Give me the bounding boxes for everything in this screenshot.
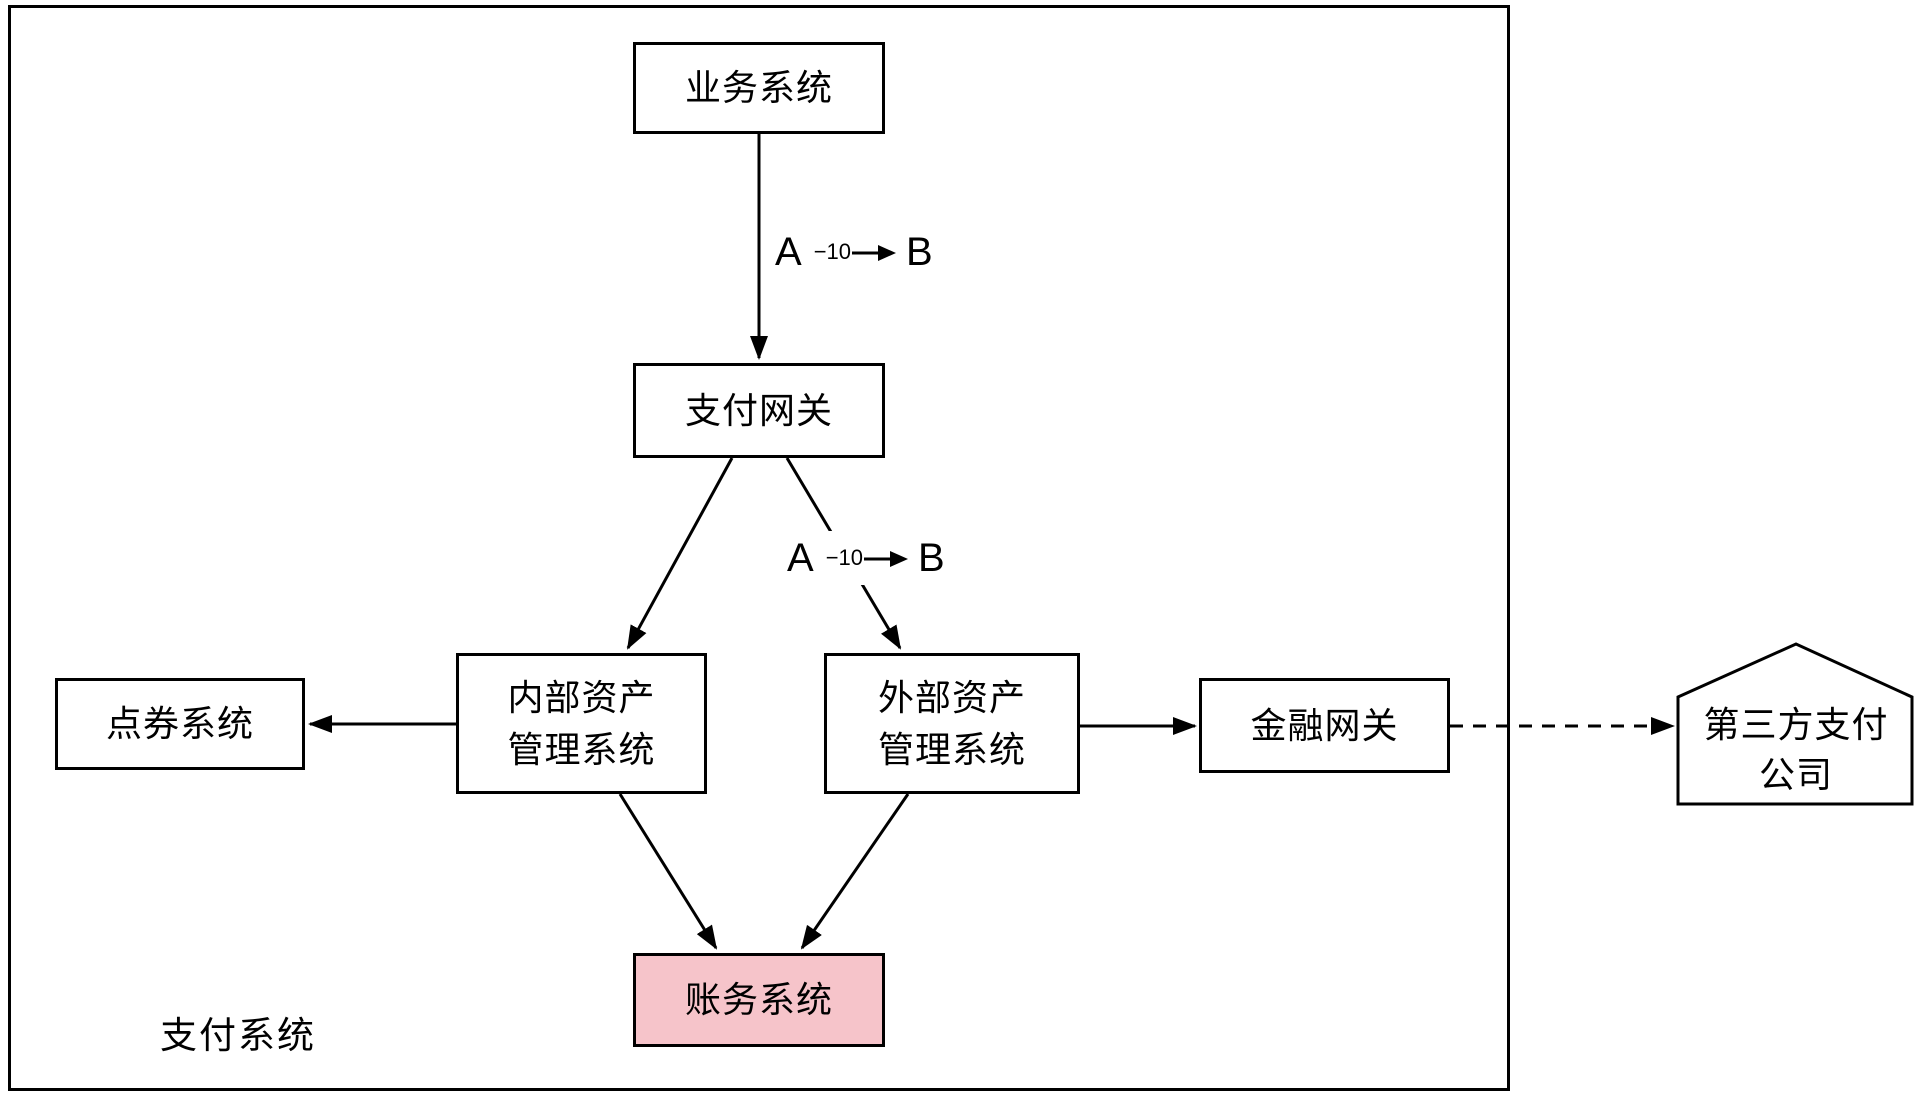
node-third-party-payment-label-line2: 公司	[1758, 754, 1833, 795]
third-party-payment-node-shape	[1676, 642, 1914, 806]
node-voucher-system: 点券系统	[55, 678, 305, 770]
payment-system-group-label: 支付系统	[160, 1015, 316, 1056]
edge-external-to-accounting	[800, 793, 910, 950]
transfer-amount: −10	[825, 545, 864, 570]
edge-label-gateway-to-external: A −10 B	[779, 531, 953, 585]
transfer-arrow-icon	[852, 245, 897, 261]
transfer-amount: −10	[813, 239, 852, 264]
node-third-party-payment-label-line1: 第三方支付	[1703, 704, 1889, 745]
node-finance-gateway: 金融网关	[1199, 678, 1450, 773]
node-external-asset-mgmt-label-line2: 管理系统	[877, 728, 1026, 770]
node-internal-asset-mgmt: 内部资产 管理系统	[456, 653, 707, 794]
node-business-system-label: 业务系统	[684, 67, 833, 108]
node-accounting-system-label: 账务系统	[684, 979, 833, 1020]
node-internal-asset-mgmt-label-line2: 管理系统	[507, 728, 656, 770]
transfer-from-account: A	[775, 229, 802, 274]
node-business-system: 业务系统	[633, 42, 885, 134]
node-third-party-payment: 第三方支付 公司	[1678, 698, 1914, 802]
transfer-from-account: A	[787, 535, 814, 580]
node-voucher-system-label: 点券系统	[105, 703, 254, 744]
transfer-to-account: B	[906, 229, 933, 274]
node-accounting-system: 账务系统	[633, 953, 885, 1047]
node-internal-asset-mgmt-label-line1: 内部资产	[507, 676, 656, 718]
node-payment-gateway-label: 支付网关	[684, 389, 833, 431]
edge-gateway-to-internal	[626, 457, 734, 650]
node-external-asset-mgmt: 外部资产 管理系统	[824, 653, 1080, 794]
payment-system-boundary	[8, 5, 1510, 1091]
transfer-to-account: B	[918, 535, 945, 580]
node-external-asset-mgmt-label-line1: 外部资产	[877, 676, 1026, 718]
edge-label-business-to-gateway: A −10 B	[775, 226, 933, 278]
transfer-arrow-icon	[864, 551, 909, 567]
edge-internal-to-accounting	[618, 793, 718, 950]
node-payment-gateway: 支付网关	[633, 363, 885, 458]
node-finance-gateway-label: 金融网关	[1250, 704, 1399, 746]
